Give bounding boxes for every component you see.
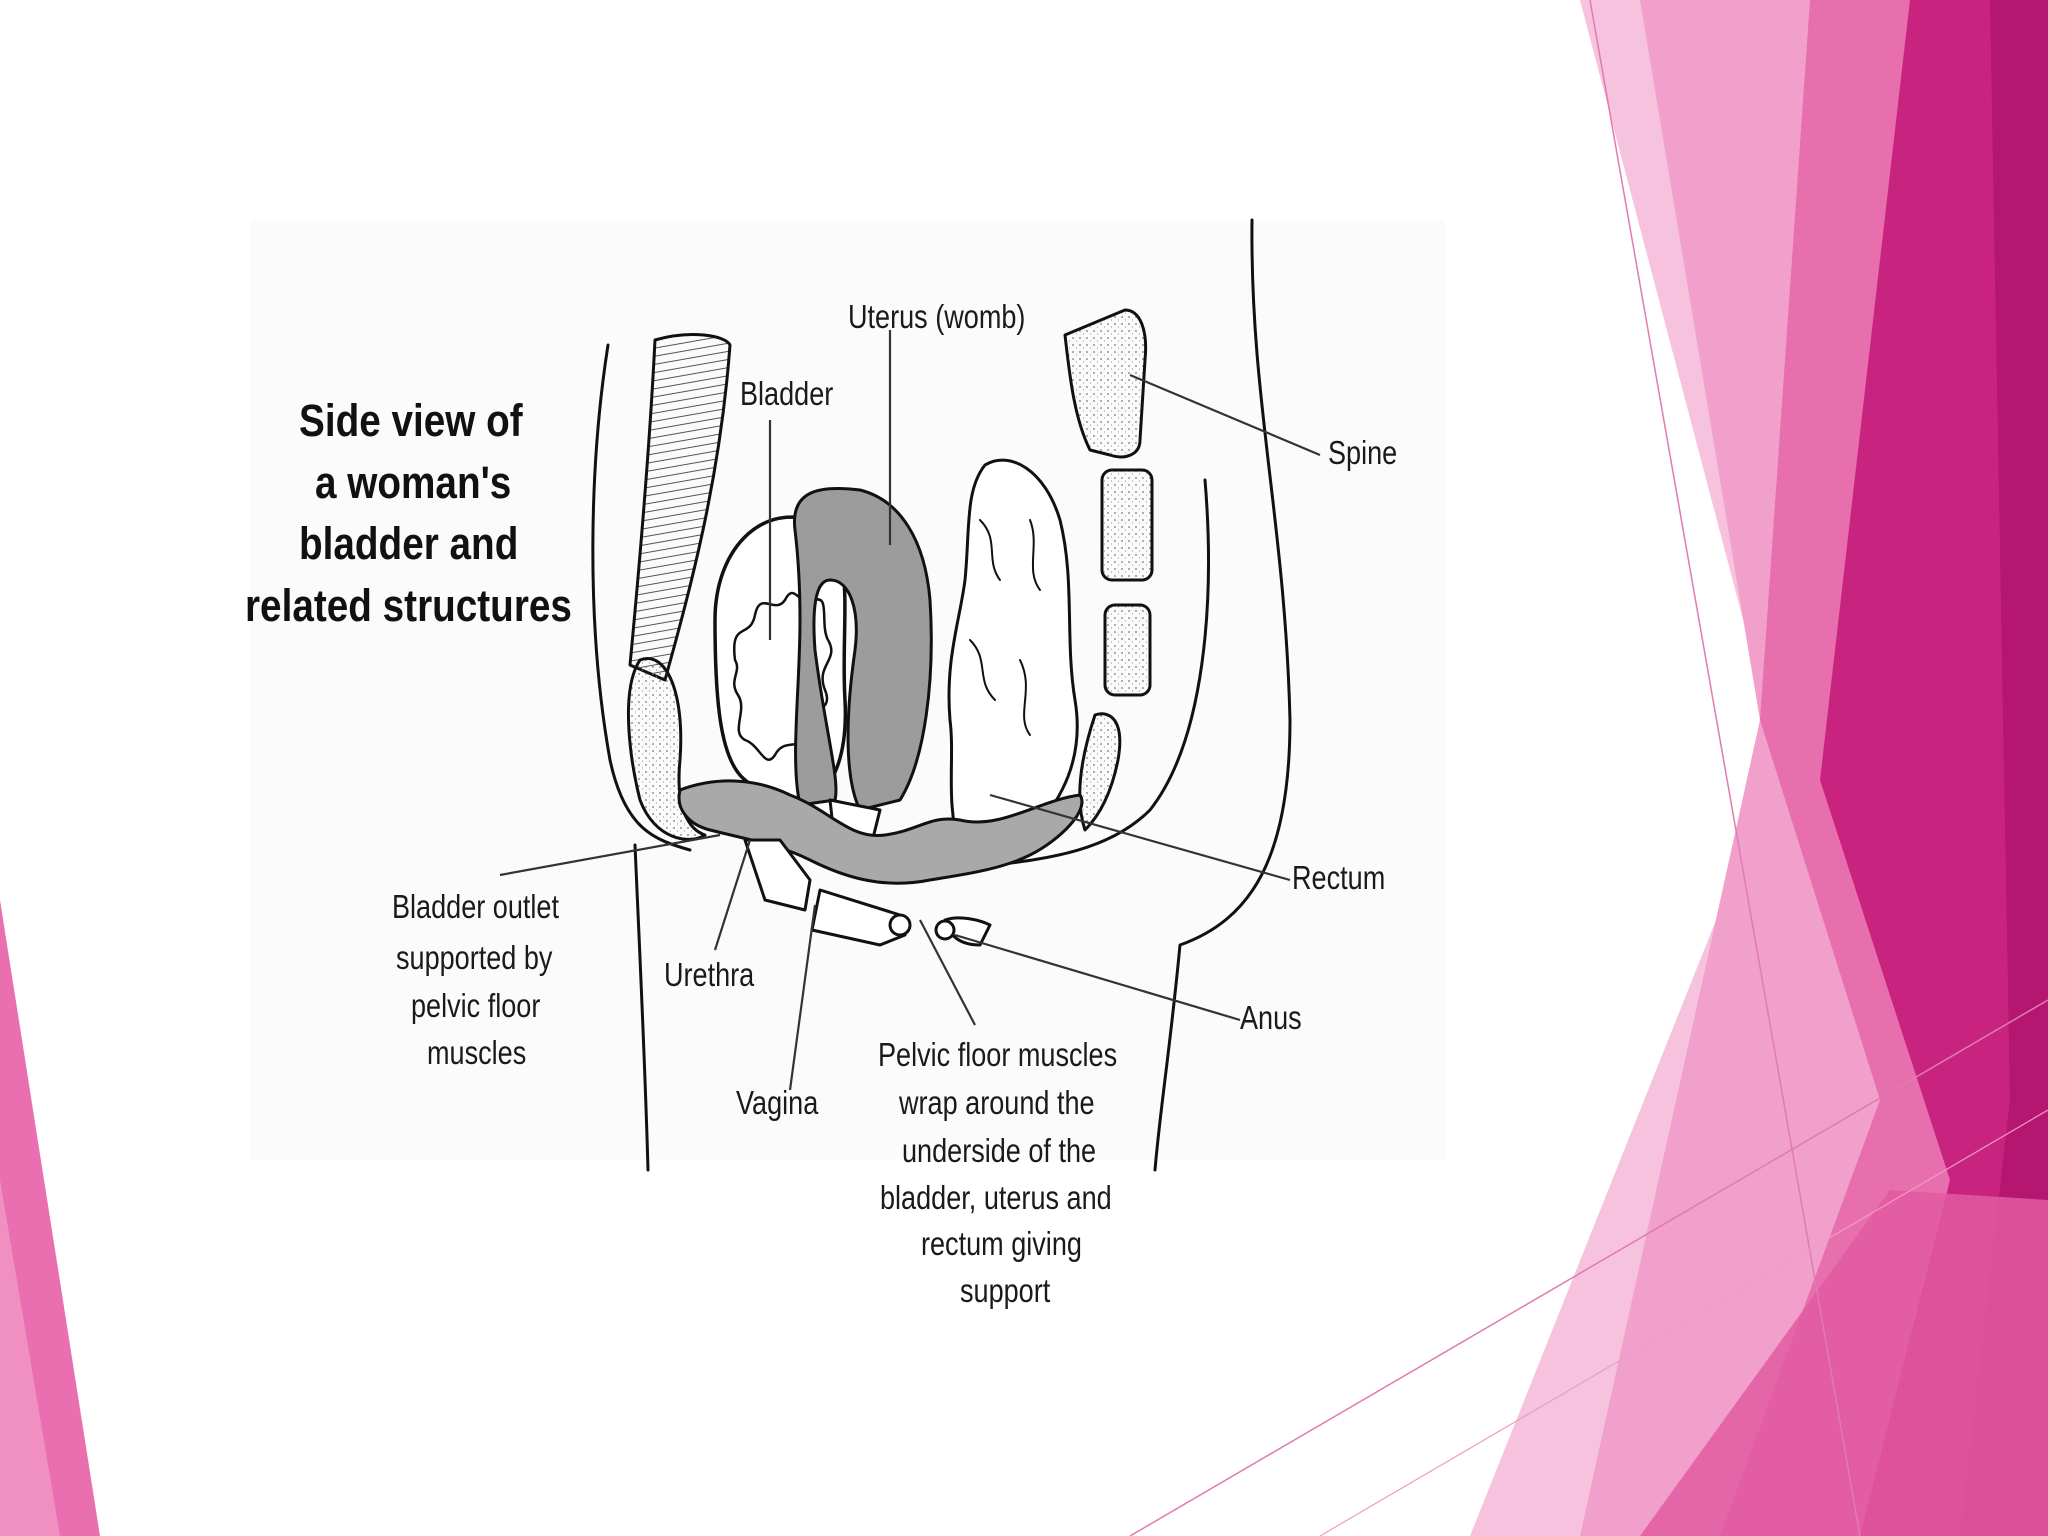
title-line: a woman's [315, 457, 512, 508]
back-body-outline [1153, 218, 1292, 1172]
label-line: rectum giving [921, 1225, 1082, 1262]
label-line: support [960, 1272, 1051, 1309]
label-line: underside of the [902, 1132, 1097, 1169]
label-line: muscles [427, 1034, 527, 1071]
label-vagina: Vagina [736, 1084, 819, 1121]
leader-rectum [989, 793, 1291, 882]
label-line: wrap around the [899, 1084, 1095, 1121]
label-spine: Spine [1328, 434, 1398, 471]
label-line: supported by [396, 939, 553, 976]
rectum-fold [979, 519, 1001, 581]
right-decoration [1129, 0, 2048, 1536]
vertebra [1063, 308, 1148, 459]
leader-urethra [713, 839, 752, 951]
deco-thin-line [1589, 0, 1861, 1536]
rectum-organ [947, 458, 1079, 858]
diagram-panel [250, 220, 1445, 1160]
deco-shard-magenta [1820, 0, 2048, 1536]
front-body-outline [591, 343, 692, 852]
label-urethra: Urethra [664, 956, 755, 993]
vertebra [1100, 468, 1154, 582]
vertebra [1103, 603, 1152, 697]
rectum-fold [1019, 659, 1031, 736]
leader-bladder-outlet [499, 833, 721, 877]
front-leg-outline [633, 843, 650, 1172]
label-line: Bladder outlet [392, 888, 559, 925]
inner-back-outline [958, 478, 1210, 872]
deco-shard-dark [1960, 0, 2048, 1536]
title-line: bladder and [299, 518, 519, 569]
label-line: bladder, uterus and [880, 1179, 1112, 1216]
label-line: pelvic floor [411, 987, 541, 1024]
leader-anus [954, 933, 1241, 1022]
anal-opening [934, 919, 956, 941]
title-line: Side view of [299, 395, 523, 446]
vertebra [1078, 712, 1122, 832]
deco-shard-left-light [0, 1180, 60, 1536]
left-decoration [0, 900, 100, 1536]
rectum-fold [969, 639, 996, 701]
rectum-fold [1029, 519, 1041, 591]
deco-thin-line [1319, 1109, 2048, 1536]
label-line: Pelvic floor muscles [878, 1036, 1118, 1073]
label-rectum: Rectum [1292, 859, 1386, 896]
uterus-organ [792, 486, 933, 812]
vaginal-opening [888, 913, 912, 937]
leader-lines [499, 330, 1321, 1091]
label-anus: Anus [1240, 999, 1302, 1036]
title-line: related structures [245, 580, 572, 631]
deco-thin-line [1129, 999, 2048, 1536]
pubic-bone [627, 657, 707, 841]
anatomy-diagram [591, 218, 1292, 1172]
label-bladder: Bladder [740, 375, 834, 412]
urethra-tube [743, 838, 812, 912]
label-uterus: Uterus (womb) [848, 298, 1026, 335]
leader-spine [1129, 373, 1321, 457]
leader-pelvic-floor [919, 919, 976, 1026]
leader-vagina [788, 904, 817, 1091]
abdominal-muscle [628, 333, 732, 682]
deco-shard-bottom [1640, 1190, 2048, 1536]
